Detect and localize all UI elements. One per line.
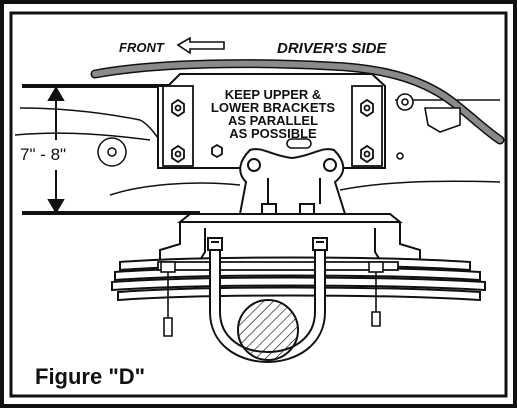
front-label: FRONT [119,40,165,55]
spring-seat [159,222,421,261]
frame-hole-icon [97,137,127,167]
axle-section [237,299,299,361]
note-line-3: AS PARALLEL [228,113,318,128]
cable [92,60,503,143]
figure-caption: Figure "D" [35,364,145,389]
note-line-2: LOWER BRACKETS [211,100,336,115]
frame-rail [14,99,501,196]
spring-bolt-icon [160,261,384,337]
hanger-plate [177,213,403,223]
drivers-side-label: DRIVER'S SIDE [277,40,387,57]
hex-bolt-icon [171,98,374,164]
inner-frame [9,11,508,398]
front-arrow-icon [176,36,225,55]
latch-icon [396,93,461,160]
upper-bracket [157,73,386,169]
slot-hole [286,138,312,149]
note-line-4: AS POSSIBLE [229,126,317,141]
dimension-arrow [47,86,65,214]
bracket-note: KEEP UPPER & LOWER BRACKETS AS PARALLEL … [211,87,336,141]
measurement-label: 7" - 8" [20,145,66,164]
spring-top-plate [157,261,399,271]
lower-bracket [238,148,347,215]
note-line-1: KEEP UPPER & [225,87,322,102]
